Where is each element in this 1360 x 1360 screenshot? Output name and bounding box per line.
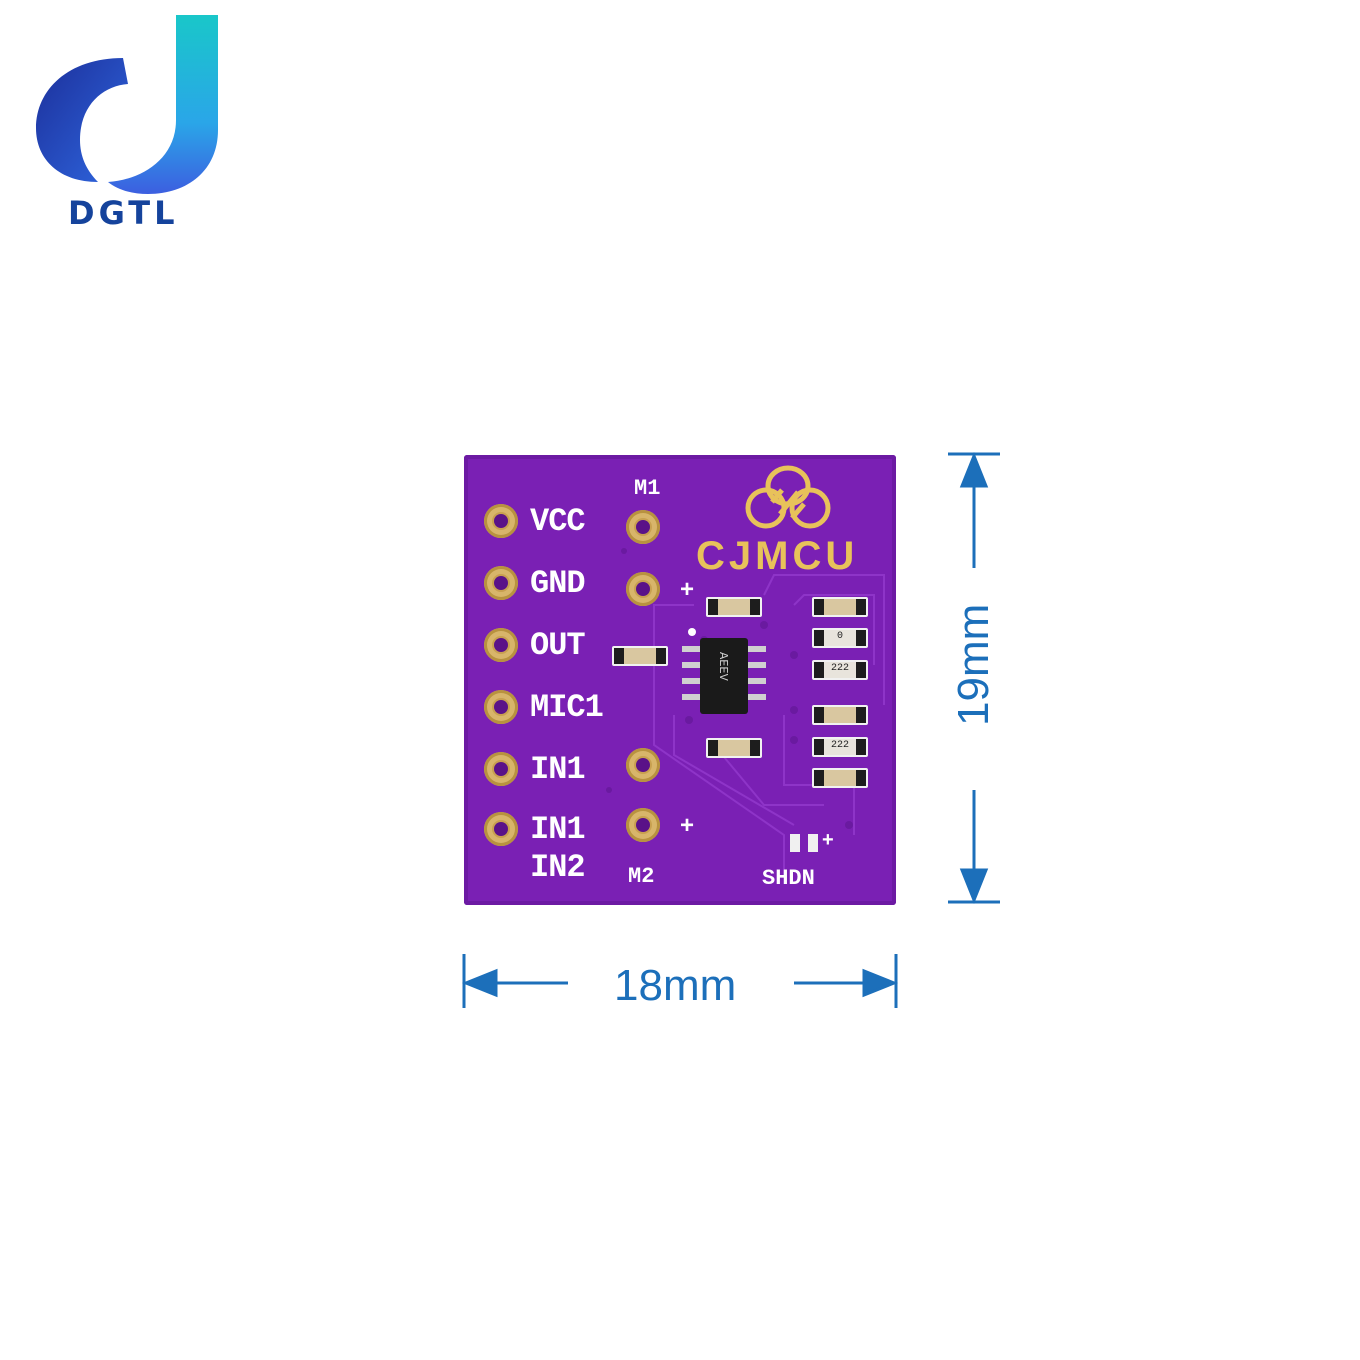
shdn-pad (808, 834, 818, 852)
resistor: 222 (812, 737, 868, 757)
chip-pin (682, 662, 700, 668)
chip-pin (682, 646, 700, 652)
pad-m1-a (626, 510, 660, 544)
brand-label: CJMCU (696, 534, 859, 578)
chip-pin (748, 678, 766, 684)
capacitor (612, 646, 668, 666)
pcb-board (464, 455, 896, 905)
capacitor (812, 768, 868, 788)
pcb-traces (606, 548, 885, 875)
height-dimension: 19mm (949, 603, 998, 726)
label-in1-second: IN1 (530, 811, 586, 848)
chip-pin (682, 678, 700, 684)
dgtl-logo-icon (36, 15, 218, 194)
label-m1: M1 (634, 476, 661, 501)
pad-m1-b (626, 572, 660, 606)
resistor-value: 222 (830, 740, 849, 751)
label-vcc: VCC (530, 503, 586, 540)
capacitor (706, 738, 762, 758)
pad-m2-a (626, 748, 660, 782)
dimension-lines (461, 451, 1000, 1008)
resistor: 0 (812, 628, 868, 648)
label-in1: IN1 (530, 751, 586, 788)
capacitor (812, 705, 868, 725)
chip-pin (748, 646, 766, 652)
resistor-value: 222 (830, 663, 849, 674)
chip-pin (748, 662, 766, 668)
plus-m1: + (680, 576, 695, 603)
pad-m2-b (626, 808, 660, 842)
plus-m2: + (680, 812, 695, 839)
resistor: 222 (812, 660, 868, 680)
pad-vcc (484, 504, 518, 538)
pad-mic1 (484, 690, 518, 724)
capacitor (812, 597, 868, 617)
label-m2: M2 (628, 864, 655, 889)
label-mic1: MIC1 (530, 689, 604, 726)
label-out: OUT (530, 627, 586, 664)
ic-chip: AEEV (700, 638, 748, 714)
label-in2: IN2 (530, 849, 586, 886)
chip-pin (682, 694, 700, 700)
cjmcu-logo-icon (745, 465, 831, 529)
label-gnd: GND (530, 565, 586, 602)
resistor-value: 0 (836, 631, 843, 642)
capacitor (706, 597, 762, 617)
pad-in1-in2 (484, 812, 518, 846)
label-shdn: SHDN (762, 866, 815, 891)
shdn-pad (790, 834, 800, 852)
width-dimension: 18mm (614, 961, 737, 1010)
pad-gnd (484, 566, 518, 600)
chip-pin (748, 694, 766, 700)
pad-in1 (484, 752, 518, 786)
plus-shdn: + (822, 829, 834, 851)
pad-out (484, 628, 518, 662)
logo-text: DGTL (68, 194, 179, 232)
pin1-dot (688, 628, 696, 636)
